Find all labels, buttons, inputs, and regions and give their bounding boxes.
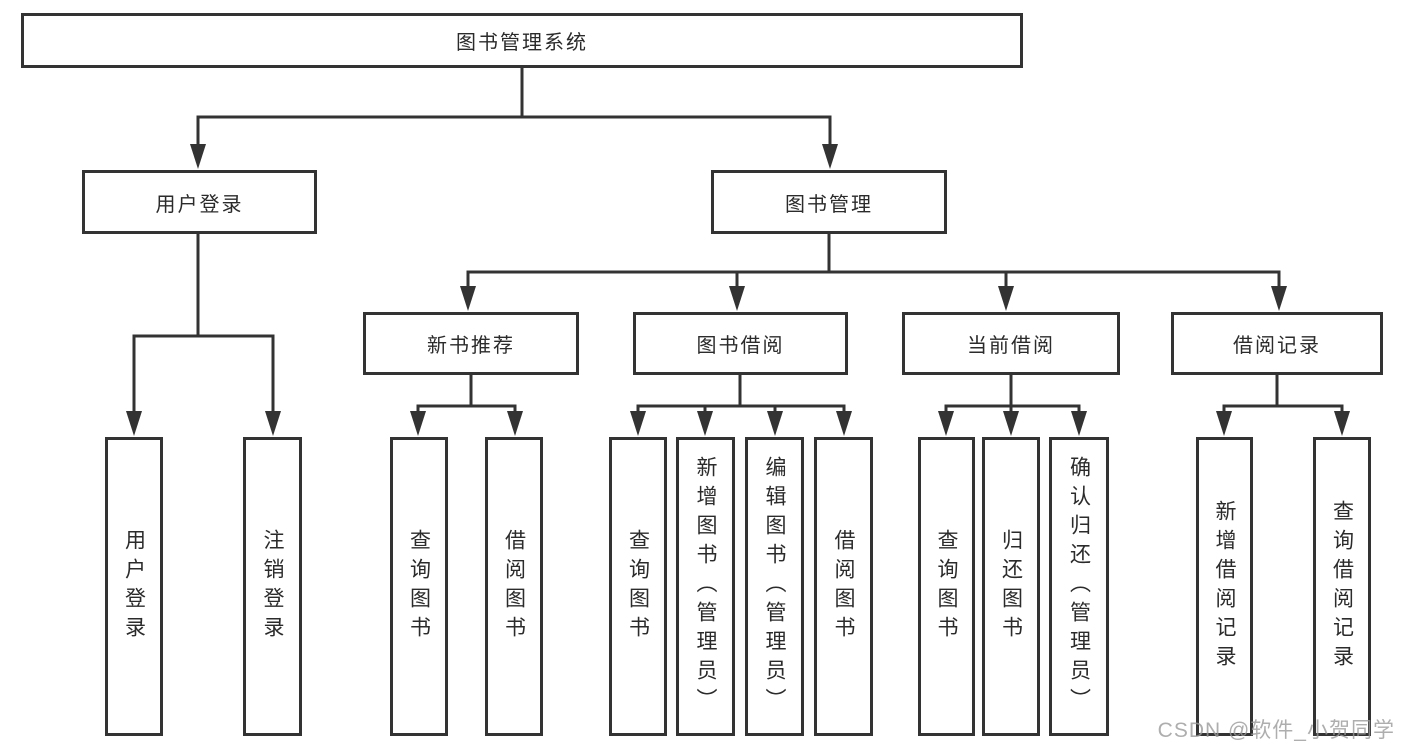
csdn-watermark: CSDN @软件_小贺同学 xyxy=(1157,719,1395,742)
leaf-current-query-books: 查询图书 xyxy=(918,437,975,736)
leaf-borrow-query-books: 查询图书 xyxy=(609,437,667,736)
leaf-current-return-books: 归还图书 xyxy=(982,437,1040,736)
leaf-current-confirm-return-admin: 确认归还（管理员） xyxy=(1049,437,1109,736)
node-user-login: 用户登录 xyxy=(82,170,317,234)
leaf-recommend-query-books: 查询图书 xyxy=(390,437,448,736)
leaf-borrow-borrow-books: 借阅图书 xyxy=(814,437,873,736)
arrowheads xyxy=(126,144,1350,436)
leaf-borrow-edit-books-admin: 编辑图书（管理员） xyxy=(745,437,804,736)
node-new-book-recommendation: 新书推荐 xyxy=(363,312,579,375)
node-borrowing-records: 借阅记录 xyxy=(1171,312,1383,375)
connector-stems xyxy=(132,68,1344,414)
node-root-library-system: 图书管理系统 xyxy=(21,13,1023,68)
leaf-logout: 注销登录 xyxy=(243,437,302,736)
leaf-borrow-add-books-admin: 新增图书（管理员） xyxy=(676,437,735,736)
node-book-borrowing: 图书借阅 xyxy=(633,312,848,375)
leaf-recommend-borrow-books: 借阅图书 xyxy=(485,437,543,736)
node-current-borrowing: 当前借阅 xyxy=(902,312,1120,375)
leaf-user-login: 用户登录 xyxy=(105,437,163,736)
node-book-management: 图书管理 xyxy=(711,170,947,234)
leaf-record-add-borrow-record: 新增借阅记录 xyxy=(1196,437,1253,736)
leaf-record-query-borrow-record: 查询借阅记录 xyxy=(1313,437,1371,736)
